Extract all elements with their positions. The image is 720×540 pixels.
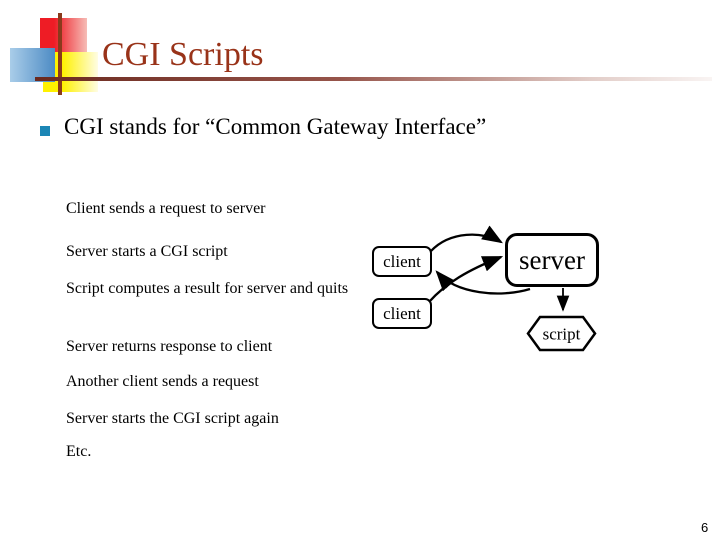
bullet-text: CGI stands for “Common Gateway Interface…	[64, 114, 487, 139]
step-line: Another client sends a request	[66, 373, 259, 390]
step-line: Etc.	[66, 443, 92, 460]
client-bottom-label: client	[383, 303, 421, 323]
decoration-red-square-icon	[40, 18, 87, 52]
diagram-server-box: server	[505, 233, 599, 287]
step-line: Client sends a request to server	[66, 200, 266, 217]
arrow-client-bottom-to-server	[428, 255, 504, 303]
step-line: Server returns response to client	[66, 338, 273, 355]
step-line: Server starts a CGI script	[66, 243, 228, 260]
bullet-square-icon	[40, 126, 50, 136]
step-line: Server starts the CGI script again	[66, 410, 279, 427]
decoration-vertical-line	[58, 13, 62, 95]
server-label: server	[519, 244, 585, 275]
page-number: 6	[701, 520, 709, 535]
diagram-client-top-box: client	[372, 246, 432, 277]
step-line: Script computes a result for server and …	[66, 280, 349, 297]
script-label: script	[543, 325, 581, 344]
client-top-label: client	[383, 251, 421, 271]
slide-title: CGI Scripts	[102, 36, 264, 73]
arrow-client-top-to-server	[430, 225, 503, 252]
diagram-script-hexagon	[526, 315, 597, 352]
diagram-client-bottom-box: client	[372, 298, 432, 329]
decoration-blue-square-icon	[10, 48, 55, 82]
title-underline-rule	[35, 77, 712, 81]
